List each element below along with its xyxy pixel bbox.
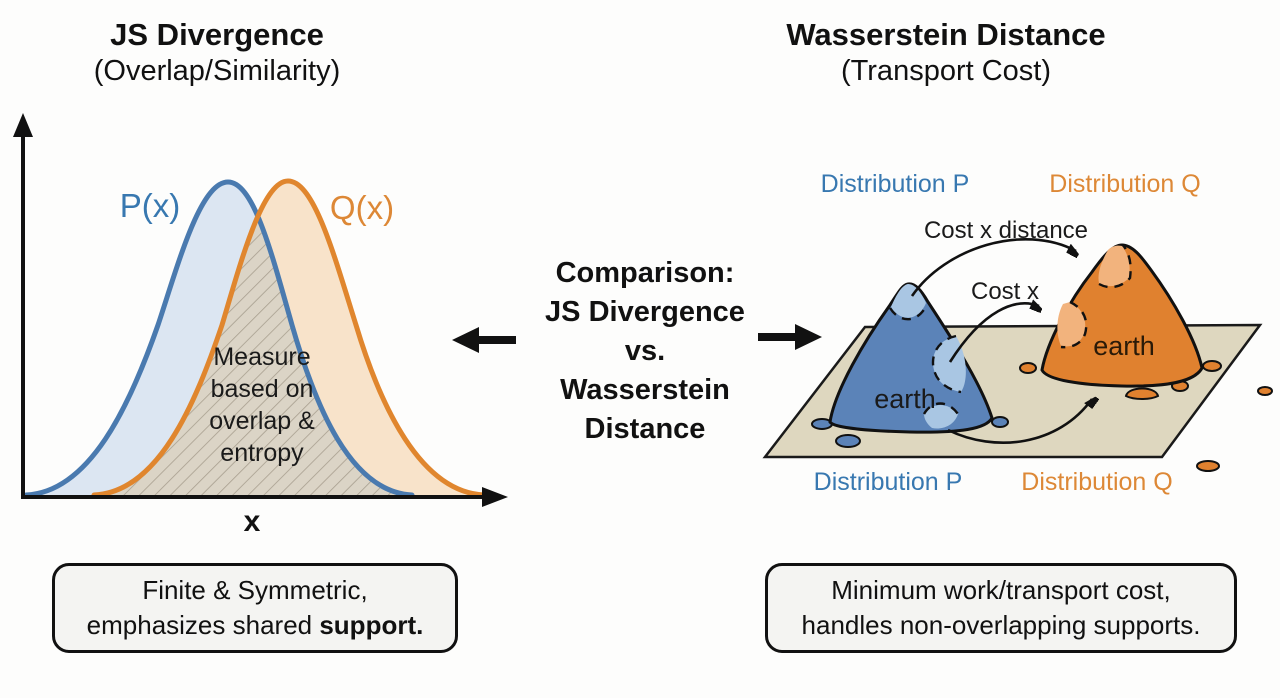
y-axis-arrow-icon: [13, 113, 33, 137]
js-summary-line2-normal: emphasizes shared: [86, 610, 320, 640]
comparison-line3: vs.: [624, 335, 666, 367]
orange-mound: [1124, 387, 1160, 400]
p-curve: [23, 179, 415, 498]
wasserstein-summary-box: Minimum work/transport cost, handles non…: [765, 563, 1237, 653]
distribution-p-top-label: Distribution P: [821, 170, 970, 198]
wasserstein-title: Wasserstein Distance (Transport Cost): [716, 16, 1176, 89]
x-axis-arrow-icon: [482, 487, 508, 507]
distribution-p-bottom-label: Distribution P: [814, 468, 963, 496]
comparison-line2: JS Divergence: [545, 296, 745, 328]
js-divergence-title: JS Divergence (Overlap/Similarity): [0, 16, 434, 89]
pile-p: [828, 282, 994, 434]
overlap-note-line3: overlap &: [209, 407, 315, 435]
orange-crumb: [1202, 360, 1222, 372]
transport-arrow-bottom: [947, 399, 1092, 445]
js-divergence-title-line1: JS Divergence: [110, 17, 324, 52]
pile-p-patch-bottom: [924, 405, 958, 429]
wasserstein-summary-line2: handles non-overlapping supports.: [801, 610, 1201, 640]
transport-arrow-top: [910, 238, 1076, 297]
overlap-note-line1: Measure: [213, 343, 310, 371]
js-summary-line1: Finite & Symmetric,: [142, 575, 368, 605]
blue-crumb: [835, 434, 861, 448]
orange-crumb: [1019, 362, 1037, 374]
pile-p-patch-bottom-dash: [922, 402, 959, 415]
js-summary-line2-bold: support.: [319, 610, 424, 640]
comparison-line1: Comparison:: [555, 257, 735, 289]
pile-q-patch-top: [1098, 245, 1130, 287]
left-arrow-icon: [452, 327, 516, 353]
pile-p-patch-top-dash: [888, 303, 929, 321]
pile-q-patch-mid: [1057, 302, 1086, 347]
comparison-line5: Distance: [584, 413, 706, 445]
blue-crumb: [991, 416, 1009, 428]
pile-p-patch-top: [891, 284, 926, 318]
p-curve-label: P(x): [120, 187, 181, 224]
orange-crumb: [1257, 386, 1273, 396]
right-arrow-icon: [758, 324, 822, 350]
transport-arrow-mid: [948, 303, 1039, 363]
q-curve: [91, 178, 487, 498]
js-divergence-title-line2: (Overlap/Similarity): [93, 54, 341, 87]
cost-x-label: Cost x: [971, 278, 1039, 305]
earth-mover-diagram: earth earth Distribution P Distribution …: [762, 170, 1273, 496]
q-curve-label: Q(x): [330, 189, 394, 226]
overlap-note-line4: entropy: [220, 439, 304, 467]
comparison-line4: Wasserstein: [560, 374, 730, 406]
comparison-text: Comparison: JS Divergence vs. Wasserstei…: [470, 254, 820, 449]
js-summary-line2: emphasizes shared support.: [55, 608, 455, 643]
pile-q: [1040, 243, 1204, 388]
orange-crumb: [1196, 460, 1220, 472]
pile-q-patch-top-dash: [1098, 244, 1132, 289]
pile-q-patch-mid-dash: [1060, 300, 1088, 349]
wasserstein-summary-line1: Minimum work/transport cost,: [831, 575, 1171, 605]
x-axis-label: x: [244, 505, 261, 538]
overlap-distributions-chart: P(x) Q(x) Measure based on overlap & ent…: [13, 113, 508, 538]
pile-p-label: earth: [874, 384, 936, 414]
wasserstein-title-line1: Wasserstein Distance: [786, 17, 1106, 52]
distribution-q-top-label: Distribution Q: [1049, 170, 1200, 198]
distribution-q-bottom-label: Distribution Q: [1021, 468, 1172, 496]
pile-p-patch-mid-dash: [931, 334, 962, 394]
pile-q-label: earth: [1093, 331, 1155, 361]
wasserstein-title-line2: (Transport Cost): [840, 54, 1052, 87]
cost-distance-label: Cost x distance: [924, 217, 1088, 244]
js-summary-box: Finite & Symmetric, emphasizes shared su…: [52, 563, 458, 653]
overlap-note-line2: based on: [211, 375, 314, 403]
